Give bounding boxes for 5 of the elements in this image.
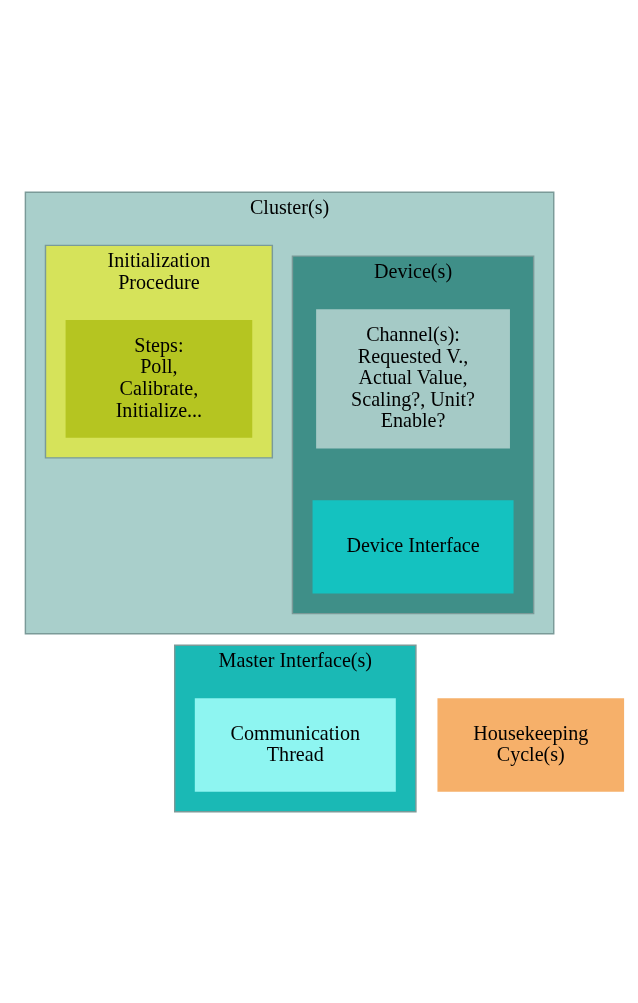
node-box: Channel(s): Requested V., Actual Value, Scaling?, Unit? Enable? bbox=[316, 308, 510, 448]
node-box: Housekeeping Cycle(s) bbox=[437, 697, 625, 792]
node-box: Steps: Poll, Calibrate, Initialize... bbox=[65, 319, 253, 438]
node-box: Device Interface bbox=[312, 499, 514, 594]
node-box: Communication Thread bbox=[194, 697, 396, 792]
